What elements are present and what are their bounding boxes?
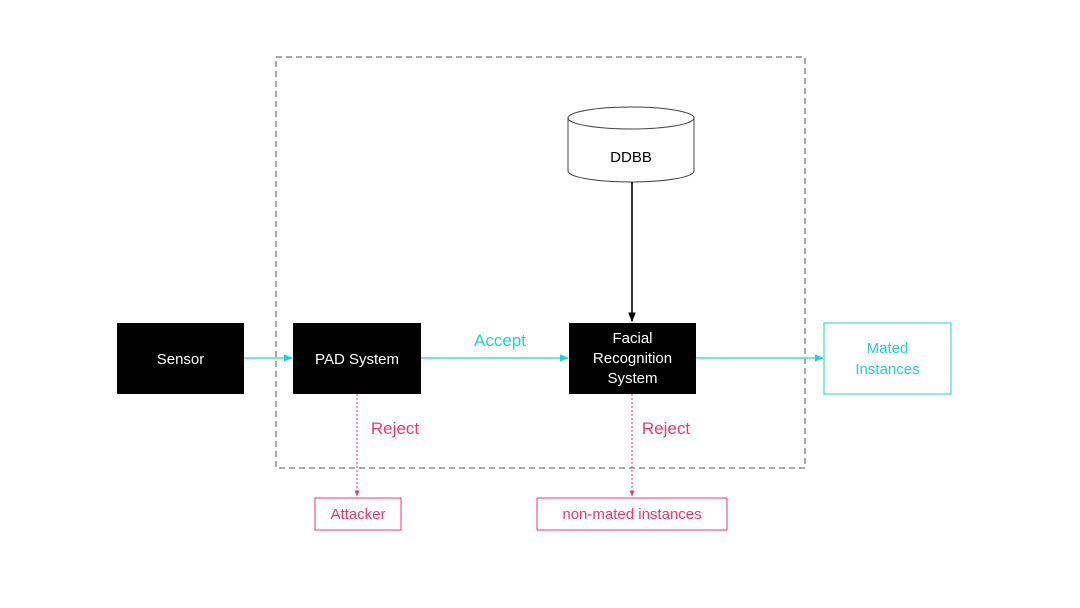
pad-reject-label: Reject <box>371 419 419 438</box>
mated-instances-label-line1: Mated <box>867 340 909 357</box>
accept-label: Accept <box>474 331 526 350</box>
ddbb-label: DDBB <box>610 149 652 166</box>
non-mated-instances-label: non-mated instances <box>562 506 701 523</box>
pad-system-label: PAD System <box>315 351 399 368</box>
non-mated-instances-node: non-mated instances <box>536 497 728 531</box>
facial-recognition-label-line1: Facial <box>612 330 652 347</box>
system-boundary <box>275 56 806 469</box>
pad-system-node: PAD System <box>293 323 421 394</box>
sensor-box <box>117 323 244 394</box>
pad-system-box <box>293 323 421 394</box>
attacker-label: Attacker <box>330 506 385 523</box>
ddbb-database: DDBB <box>567 106 695 183</box>
sensor-label: Sensor <box>157 351 205 368</box>
mated-instances-label-line2: Instances <box>855 361 919 378</box>
facial-recognition-node: Facial Recognition System <box>569 323 696 394</box>
mated-instances-box <box>823 322 952 395</box>
non-mated-instances-box <box>536 497 728 531</box>
attacker-node: Attacker <box>314 497 402 531</box>
facial-reject-label: Reject <box>642 419 690 438</box>
facial-recognition-box <box>569 323 696 394</box>
facial-recognition-label-line3: System <box>607 370 657 387</box>
mated-instances-node: Mated Instances <box>823 322 952 395</box>
ddbb-cylinder-body <box>567 118 695 183</box>
attacker-box <box>314 497 402 531</box>
facial-recognition-label-line2: Recognition <box>593 350 672 367</box>
sensor-node: Sensor <box>117 323 244 394</box>
ddbb-cylinder-top <box>567 106 695 130</box>
